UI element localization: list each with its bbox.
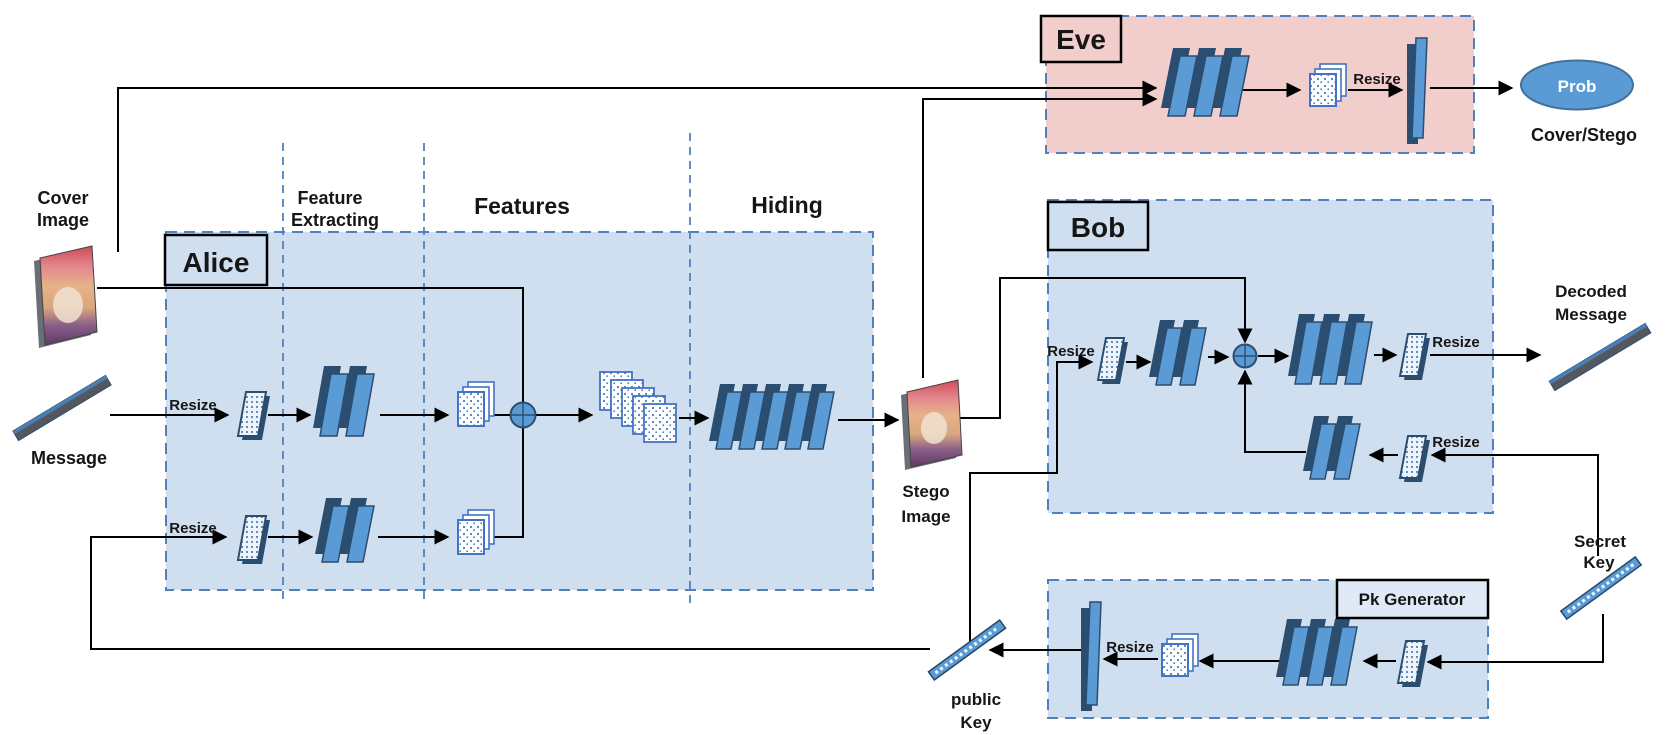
resize-label-bob-output: Resize	[1432, 334, 1480, 351]
bob-label-box	[1046, 200, 1150, 252]
resize-op-bob-input	[1096, 337, 1128, 384]
stego-image-thumbnail	[901, 379, 963, 470]
cover-image-thumbnail	[34, 245, 98, 348]
resize-op-alice-row2	[236, 515, 270, 564]
prob-ellipse	[1520, 59, 1634, 111]
edge-cover-to-merge	[97, 287, 524, 404]
resize-label-bob-lower: Resize	[1432, 434, 1480, 451]
conv-stack-alice-row1	[313, 366, 375, 437]
secret-key-label-line1: Secret	[1574, 532, 1626, 551]
resize-op-alice-row1	[236, 391, 270, 440]
resize-label-eve: Resize	[1353, 71, 1401, 88]
edge-publickey-to-bob-resize	[969, 354, 1094, 642]
resize-op-bob-lower	[1398, 435, 1430, 482]
decoded-message-label-line1: Decoded	[1555, 282, 1627, 301]
conv-stack-bob-decoder	[1288, 314, 1373, 385]
cover-image-label-line1: Cover	[37, 188, 88, 208]
dense-bar-eve	[1407, 37, 1428, 144]
merge-node-alice	[509, 401, 537, 429]
conv-stack-alice-row2	[315, 498, 375, 563]
dense-bar-pk	[1081, 601, 1102, 711]
edge-stego-to-eve	[922, 91, 1158, 378]
cover-stego-label: Cover/Stego	[1531, 125, 1637, 145]
stego-image-label-line1: Stego	[902, 482, 949, 501]
bob-label: Bob	[1071, 212, 1125, 243]
resize-label-alice-row1: Resize	[169, 397, 217, 414]
conv-stack-bob-upper	[1149, 320, 1207, 386]
resize-op-bob-output	[1398, 333, 1430, 380]
message-label: Message	[31, 448, 107, 468]
public-key-bar	[927, 619, 1007, 681]
resize-label-alice-row2: Resize	[169, 520, 217, 537]
conv-stack-pk	[1276, 619, 1358, 686]
feature-maps-eve	[1309, 63, 1347, 107]
secret-key-label-line2: Key	[1583, 553, 1615, 572]
merged-feature-cascade	[599, 371, 677, 443]
eve-label: Eve	[1056, 24, 1106, 55]
conv-stack-eve	[1161, 48, 1250, 117]
edge-bob-lower-conv-to-merge	[1237, 369, 1306, 453]
merge-node-bob	[1232, 343, 1258, 369]
resize-label-bob-input: Resize	[1047, 343, 1095, 360]
conv-stack-hiding	[709, 384, 835, 450]
edge-secretkey-to-bob-lower-resize	[1430, 447, 1599, 556]
section-feature-extracting-line1: Feature	[297, 188, 362, 208]
stego-image-label-line2: Image	[901, 507, 950, 526]
pk-generator-label: Pk Generator	[1359, 590, 1466, 609]
message-bar	[12, 374, 112, 442]
feature-maps-pk	[1161, 633, 1199, 677]
conv-stack-bob-lower	[1303, 416, 1361, 480]
feature-maps-alice-row1	[457, 381, 495, 427]
section-features-label: Features	[474, 193, 570, 219]
edge-secretkey-to-pk	[1426, 614, 1604, 670]
eve-label-box	[1039, 14, 1123, 64]
decoded-message-label-line2: Message	[1555, 305, 1627, 324]
section-feature-extracting-line2: Extracting	[291, 210, 379, 230]
edge-stego-to-bob-merge	[955, 277, 1253, 419]
prob-label: Prob	[1558, 77, 1597, 96]
alice-label-box	[163, 233, 269, 287]
alice-label: Alice	[183, 247, 250, 278]
pk-label-box	[1335, 578, 1490, 620]
section-hiding-label: Hiding	[751, 192, 823, 218]
public-key-label-line1: public	[951, 690, 1001, 709]
edge-maps-to-merge-row2	[489, 428, 524, 538]
edge-publickey-to-alice	[90, 529, 930, 650]
feature-maps-alice-row2	[457, 509, 495, 555]
resize-label-pk: Resize	[1106, 639, 1154, 656]
connectors	[90, 80, 1604, 670]
public-key-label-line2: Key	[960, 713, 992, 732]
edge-cover-to-eve	[117, 80, 1158, 252]
resize-op-pk-input	[1396, 640, 1428, 687]
decoded-message-bar	[1548, 322, 1652, 392]
secret-key-bar	[1559, 555, 1643, 621]
cover-image-label-line2: Image	[37, 210, 89, 230]
